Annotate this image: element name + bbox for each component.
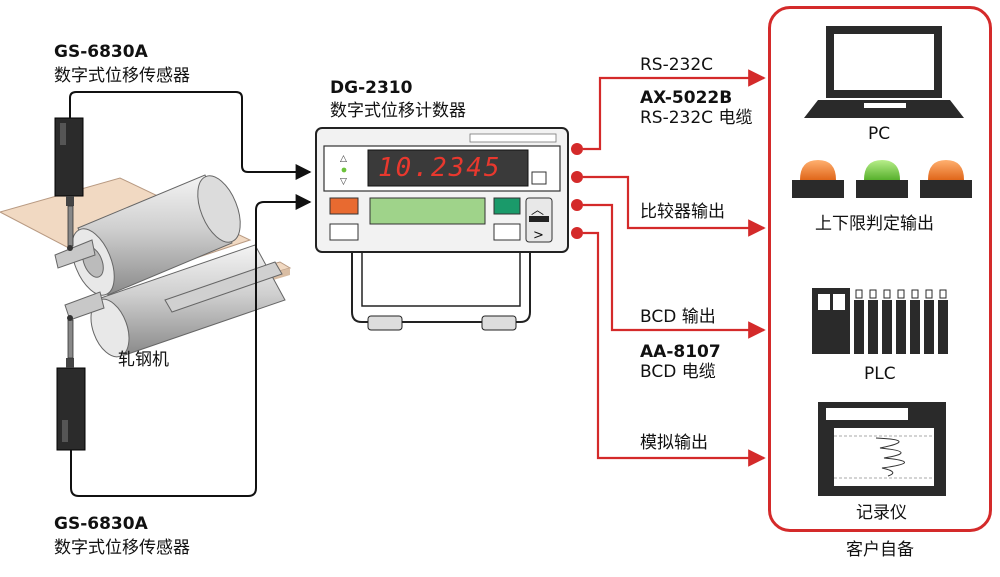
output-bcd: BCD 输出: [640, 307, 716, 327]
top-sensor-icon: [54, 117, 84, 251]
customer-supplied-label: 客户自备: [846, 540, 914, 560]
counter-device: △ ▽ ︿ >: [315, 127, 569, 331]
svg-text:>: >: [533, 228, 544, 243]
recorder-label: 记录仪: [856, 503, 907, 523]
rs232c-cable-model: AX-5022B: [640, 88, 733, 108]
limit-lights-label: 上下限判定输出: [815, 214, 934, 234]
counter-desc: 数字式位移计数器: [330, 101, 466, 121]
rs232c-cable: RS-232C 电缆: [640, 108, 753, 128]
laptop-icon: [804, 26, 964, 118]
bcd-cable-model: AA-8107: [640, 342, 721, 362]
bcd-cable: BCD 电缆: [640, 362, 716, 382]
top-sensor-desc: 数字式位移传感器: [54, 66, 190, 86]
counter-display-value: 10.2345: [378, 153, 502, 183]
recorder-icon: [818, 402, 946, 496]
output-analog: 模拟输出: [640, 433, 708, 453]
output-rs232c: RS-232C: [640, 55, 714, 75]
lower-roll: [64, 244, 286, 358]
svg-text:︿: ︿: [531, 203, 544, 218]
bottom-sensor-icon: [56, 315, 86, 451]
rolling-mill-illustration: [0, 174, 292, 358]
output-comparator: 比较器输出: [640, 202, 725, 222]
counter-model: DG-2310: [330, 78, 413, 98]
top-sensor-model: GS-6830A: [54, 42, 148, 62]
plc-label: PLC: [864, 364, 896, 384]
bottom-sensor-cable: [70, 194, 312, 497]
svg-text:▽: ▽: [340, 177, 347, 187]
plc-icon: [812, 288, 948, 354]
upper-roll: [54, 174, 241, 296]
output-connections: [571, 69, 766, 467]
svg-text:△: △: [340, 154, 347, 164]
pc-label: PC: [868, 124, 891, 144]
top-sensor-cable: [69, 91, 312, 180]
customer-supplied-frame: [768, 6, 992, 532]
rolling-mill-label: 轧钢机: [118, 350, 169, 370]
bottom-sensor-model: GS-6830A: [54, 514, 148, 534]
signal-lamps-icon: [792, 160, 972, 198]
bottom-sensor-desc: 数字式位移传感器: [54, 538, 190, 558]
